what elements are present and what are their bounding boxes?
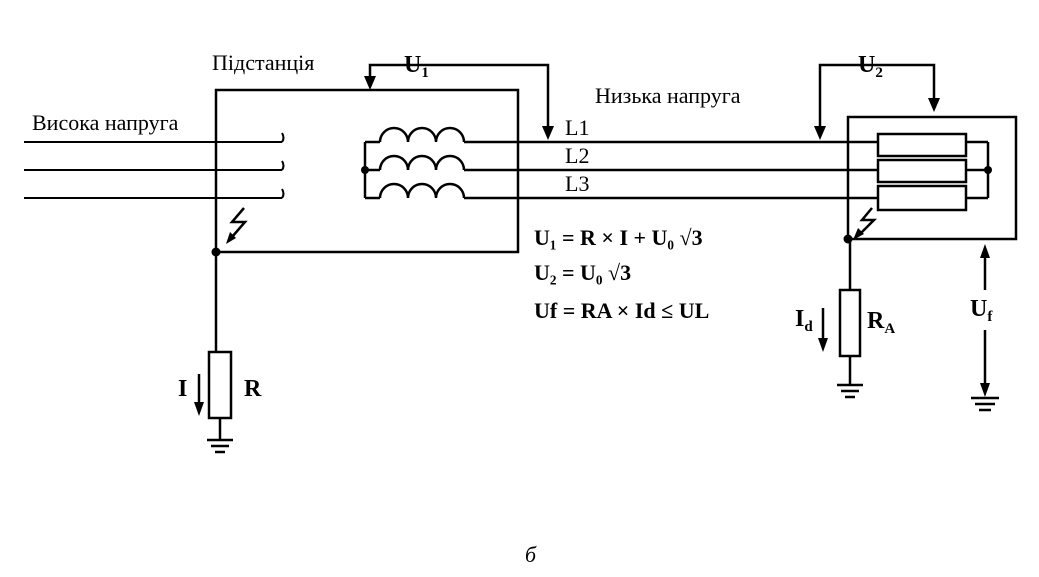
equation-uf: Uf = RA × Id ≤ UL (534, 298, 709, 323)
substation-label: Підстанція (212, 50, 314, 75)
current-i-label: I (178, 376, 187, 402)
uf-arrow (971, 244, 999, 412)
u1-bracket (364, 63, 554, 140)
line-label-l3: L3 (565, 171, 589, 196)
figure-caption: б (525, 542, 537, 567)
equation-u2: U₂ = U₀ √3 (534, 260, 631, 285)
resistor-RA (838, 288, 862, 358)
uf-label: Uf (970, 296, 993, 325)
load-resistors (876, 132, 992, 212)
low-voltage-lines (464, 140, 878, 200)
consumer-ground (818, 234, 863, 399)
u2-bracket (814, 63, 940, 140)
transformer-windings (361, 126, 466, 200)
low-voltage-label: Низька напруга (595, 83, 741, 108)
high-voltage-label: Висока напруга (32, 110, 179, 135)
consumer-fault-symbol (853, 207, 878, 240)
resistor-r-label: R (244, 376, 262, 402)
u1-label: U1 (404, 52, 429, 81)
current-id-label: Id (795, 306, 813, 335)
resistor-ra-label: RA (867, 308, 895, 337)
high-voltage-lines (24, 132, 285, 199)
resistor-R (207, 350, 233, 420)
consumer-box (846, 115, 1018, 241)
substation-fault-symbol (226, 207, 248, 244)
equation-u1: U₁ = R × I + U₀ √3 (534, 225, 703, 250)
line-label-l1: L1 (565, 115, 589, 140)
u2-label: U2 (858, 52, 883, 81)
substation-ground (194, 247, 233, 454)
line-label-l2: L2 (565, 143, 589, 168)
